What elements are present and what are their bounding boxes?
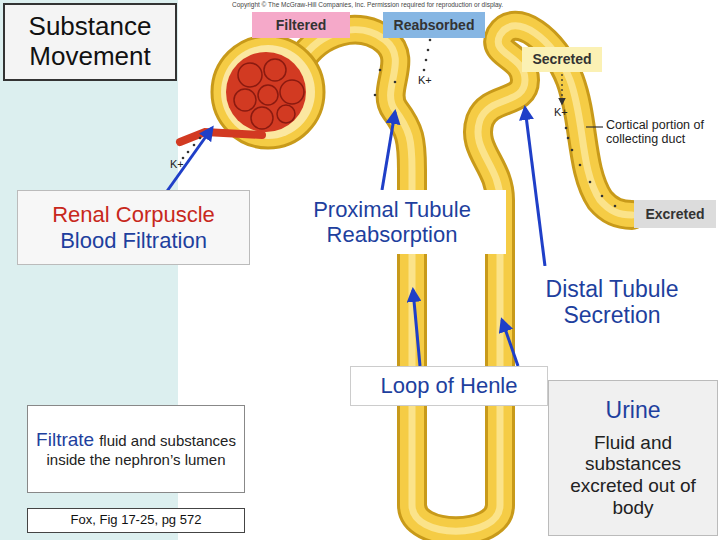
solute-dots — [182, 39, 617, 208]
legend-box: Reabsorbed — [383, 12, 485, 38]
node-text: Urine — [606, 397, 661, 423]
node-text: Renal Corpuscle — [52, 202, 215, 227]
capsular-space — [221, 45, 315, 139]
copyright-note: Copyright © The McGraw-Hill Companies, I… — [232, 1, 503, 8]
capillary-loops — [234, 59, 304, 129]
legend-box: Excreted — [634, 200, 716, 228]
node-text: Blood Filtration — [60, 228, 207, 253]
reference-box: Fox, Fig 17-25, pg 572 — [27, 508, 245, 533]
node-text: Secreted — [532, 51, 591, 67]
node-text: Fluid and substances excreted out of bod… — [555, 432, 711, 519]
callout-box: Renal CorpuscleBlood Filtration — [17, 190, 250, 265]
node-text: Proximal Tubule Reabsorption — [284, 197, 500, 248]
node-text: Reabsorbed — [394, 17, 475, 33]
node-text: Loop of Henle — [381, 373, 518, 398]
pointer-arrow — [525, 108, 545, 266]
leader-line — [586, 126, 603, 127]
diagram-title: Substance Movement — [5, 12, 175, 72]
pointer-arrow — [413, 290, 420, 366]
legend-box: Secreted — [522, 47, 602, 72]
title-box: Substance Movement — [3, 3, 177, 81]
callout-box: Loop of Henle — [350, 366, 548, 406]
pointer-arrow — [382, 112, 395, 190]
callout-box: Distal Tubule Secretion — [518, 266, 706, 338]
node-text: Fox, Fig 17-25, pg 572 — [71, 513, 202, 528]
pointer-arrow — [165, 128, 212, 194]
node-text: Excreted — [645, 206, 704, 222]
part-name: Cortical portion of collecting duct — [606, 118, 718, 147]
ion-label: K+ — [418, 74, 432, 87]
text-wrap: Filtratefluid and substances inside the … — [34, 429, 238, 469]
node-text: Filtered — [276, 17, 327, 33]
callout-box: Proximal Tubule Reabsorption — [278, 190, 506, 254]
node-text: Distal Tubule Secretion — [524, 276, 700, 329]
secretion-pointer — [561, 74, 562, 104]
ion-label: K+ — [170, 158, 184, 171]
node-text: Filtrate — [36, 429, 94, 450]
definition-box: UrineFluid and substances excreted out o… — [548, 380, 718, 536]
legend-box: Filtered — [252, 12, 350, 38]
glomerulus — [226, 52, 306, 132]
arteriole — [180, 132, 262, 142]
ion-label: K+ — [554, 106, 568, 119]
pointer-arrow — [502, 320, 518, 366]
definition-box: Filtratefluid and substances inside the … — [27, 405, 245, 493]
